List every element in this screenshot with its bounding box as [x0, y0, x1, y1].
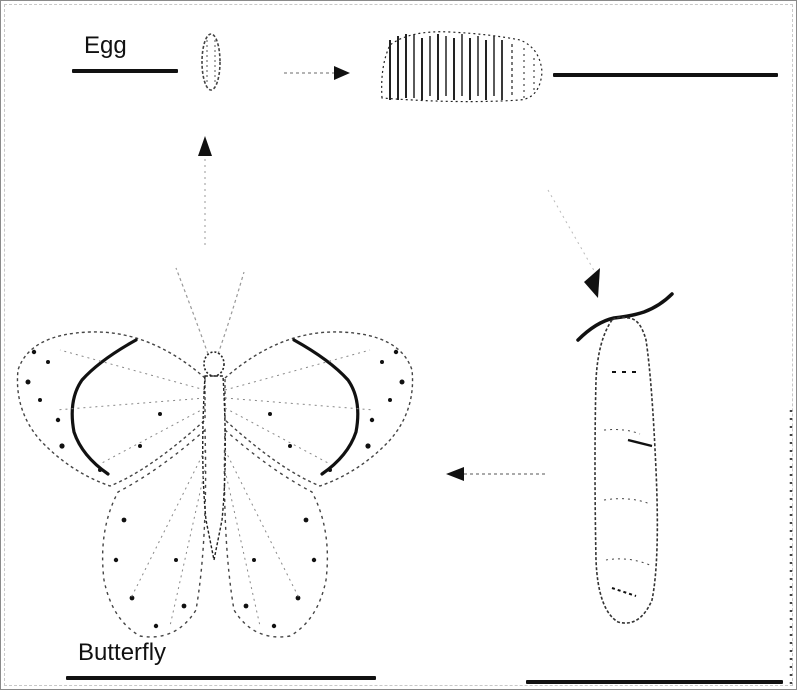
- arrow-pupa-to-butterfly: [446, 467, 545, 481]
- larva-illustration: [382, 32, 542, 102]
- egg-illustration: [202, 34, 220, 90]
- arrow-larva-to-pupa: [548, 190, 600, 298]
- arrow-egg-to-larva: [284, 66, 350, 80]
- arrow-butterfly-to-egg: [198, 136, 212, 245]
- pupa-illustration: [578, 294, 672, 623]
- butterfly-illustration: [17, 268, 412, 637]
